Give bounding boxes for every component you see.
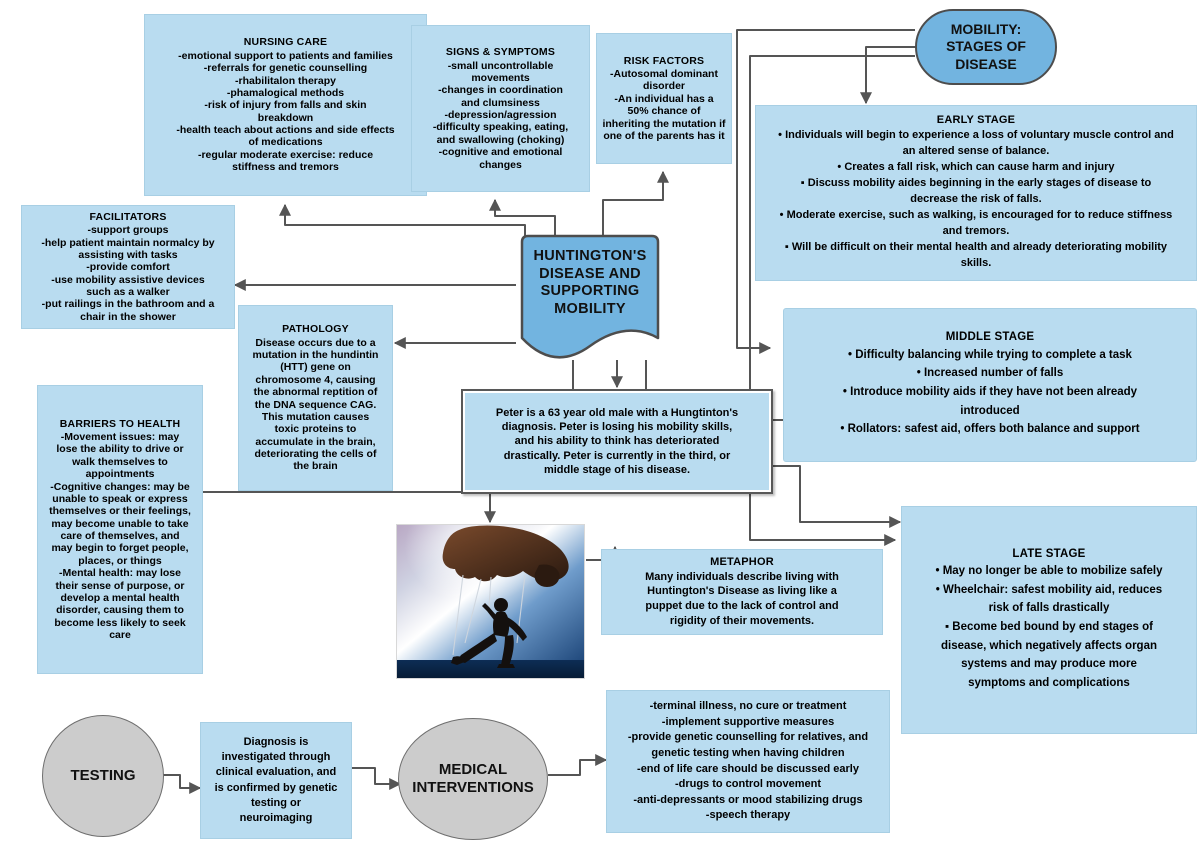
box-early-stage-body: • Individuals will begin to experience a…: [778, 129, 1174, 269]
box-middle-stage: MIDDLE STAGE • Difficulty balancing whil…: [783, 308, 1197, 462]
box-late-stage-title: LATE STAGE: [1012, 547, 1086, 560]
box-peter-case-study-body: Peter is a 63 year old male with a Hungt…: [495, 407, 739, 476]
box-signs-symptoms-body: -small uncontrollable movements -changes…: [432, 59, 569, 171]
box-facilitators-title: FACILITATORS: [89, 210, 167, 223]
box-diagnosis-note-body: Diagnosis is investigated through clinic…: [214, 735, 338, 824]
box-barriers-to-health: BARRIERS TO HEALTH -Movement issues: may…: [37, 385, 203, 674]
box-risk-factors: RISK FACTORS -Autosomal dominant disorde…: [596, 33, 732, 164]
central-topic-label: HUNTINGTON'S DISEASE AND SUPPORTING MOBI…: [533, 248, 647, 318]
mobility-stages-header: MOBILITY: STAGES OF DISEASE: [915, 9, 1057, 85]
box-metaphor-title: METAPHOR: [710, 555, 774, 568]
box-barriers-to-health-body: -Movement issues: may lose the ability t…: [49, 431, 191, 641]
box-nursing-care-title: NURSING CARE: [243, 36, 328, 49]
box-barriers-to-health-title: BARRIERS TO HEALTH: [59, 417, 181, 430]
box-signs-symptoms: SIGNS & SYMPTOMS -small uncontrollable m…: [411, 25, 590, 192]
box-nursing-care-body: -emotional support to patients and famil…: [176, 49, 395, 174]
box-late-stage: LATE STAGE • May no longer be able to mo…: [901, 506, 1197, 734]
box-risk-factors-body: -Autosomal dominant disorder -An individ…: [602, 68, 726, 142]
box-pathology-body: Disease occurs due to a mutation in the …: [252, 336, 379, 473]
box-facilitators: FACILITATORS -support groups -help patie…: [21, 205, 235, 329]
box-signs-symptoms-title: SIGNS & SYMPTOMS: [445, 46, 556, 59]
box-pathology-title: PATHOLOGY: [282, 323, 349, 336]
box-risk-factors-title: RISK FACTORS: [623, 54, 705, 67]
box-middle-stage-title: MIDDLE STAGE: [945, 331, 1035, 344]
box-early-stage: EARLY STAGE • Individuals will begin to …: [755, 105, 1197, 281]
shield-shape-icon: [520, 234, 660, 359]
box-late-stage-body: • May no longer be able to mobilize safe…: [935, 565, 1163, 689]
circle-testing: TESTING: [42, 715, 164, 837]
box-metaphor: METAPHOR Many individuals describe livin…: [601, 549, 883, 635]
box-middle-stage-body: • Difficulty balancing while trying to c…: [840, 348, 1140, 436]
central-topic-shield: HUNTINGTON'S DISEASE AND SUPPORTING MOBI…: [516, 234, 664, 360]
box-interventions-list: -terminal illness, no cure or treatment …: [606, 690, 890, 833]
puppet-metaphor-image: [396, 524, 585, 679]
circle-medical-interventions-label: MEDICAL INTERVENTIONS: [412, 761, 534, 796]
box-early-stage-title: EARLY STAGE: [936, 114, 1016, 127]
box-metaphor-body: Many individuals describe living with Hu…: [645, 570, 839, 627]
box-pathology: PATHOLOGY Disease occurs due to a mutati…: [238, 305, 393, 491]
circle-testing-label: TESTING: [70, 767, 136, 784]
box-interventions-list-body: -terminal illness, no cure or treatment …: [627, 700, 869, 822]
box-facilitators-body: -support groups -help patient maintain n…: [41, 224, 215, 323]
box-peter-case-study: Peter is a 63 year old male with a Hungt…: [461, 389, 773, 494]
box-nursing-care: NURSING CARE -emotional support to patie…: [144, 14, 427, 196]
circle-medical-interventions: MEDICAL INTERVENTIONS: [398, 718, 548, 840]
mobility-stages-header-label: MOBILITY: STAGES OF DISEASE: [946, 21, 1026, 72]
box-diagnosis-note: Diagnosis is investigated through clinic…: [200, 722, 352, 839]
